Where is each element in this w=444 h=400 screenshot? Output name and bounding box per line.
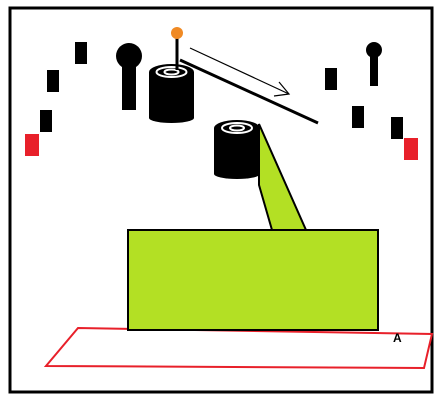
left-step-block-1: [75, 42, 87, 64]
lower-cylinder: [214, 120, 260, 179]
left-red-block: [25, 134, 39, 156]
right-step-block-2: [352, 106, 364, 128]
left-keyhole-post: [116, 43, 142, 110]
right-step-block-3: [391, 117, 403, 139]
platform-block: [127, 229, 379, 331]
left-step-block-3: [40, 110, 52, 132]
upper-cylinder: [149, 64, 194, 123]
right-keyhole-post: [366, 42, 382, 86]
slanted-support: [258, 123, 308, 231]
left-step-block-2: [47, 70, 59, 92]
inclined-rod: [179, 58, 319, 125]
frame-border: [8, 6, 434, 394]
right-step-block-1: [325, 68, 337, 90]
right-red-block: [404, 138, 418, 160]
pivot-ball: [171, 27, 183, 39]
surface-base-outline: [43, 326, 434, 370]
arrow-right-icon: [189, 47, 291, 97]
surface-label: A: [393, 331, 402, 345]
